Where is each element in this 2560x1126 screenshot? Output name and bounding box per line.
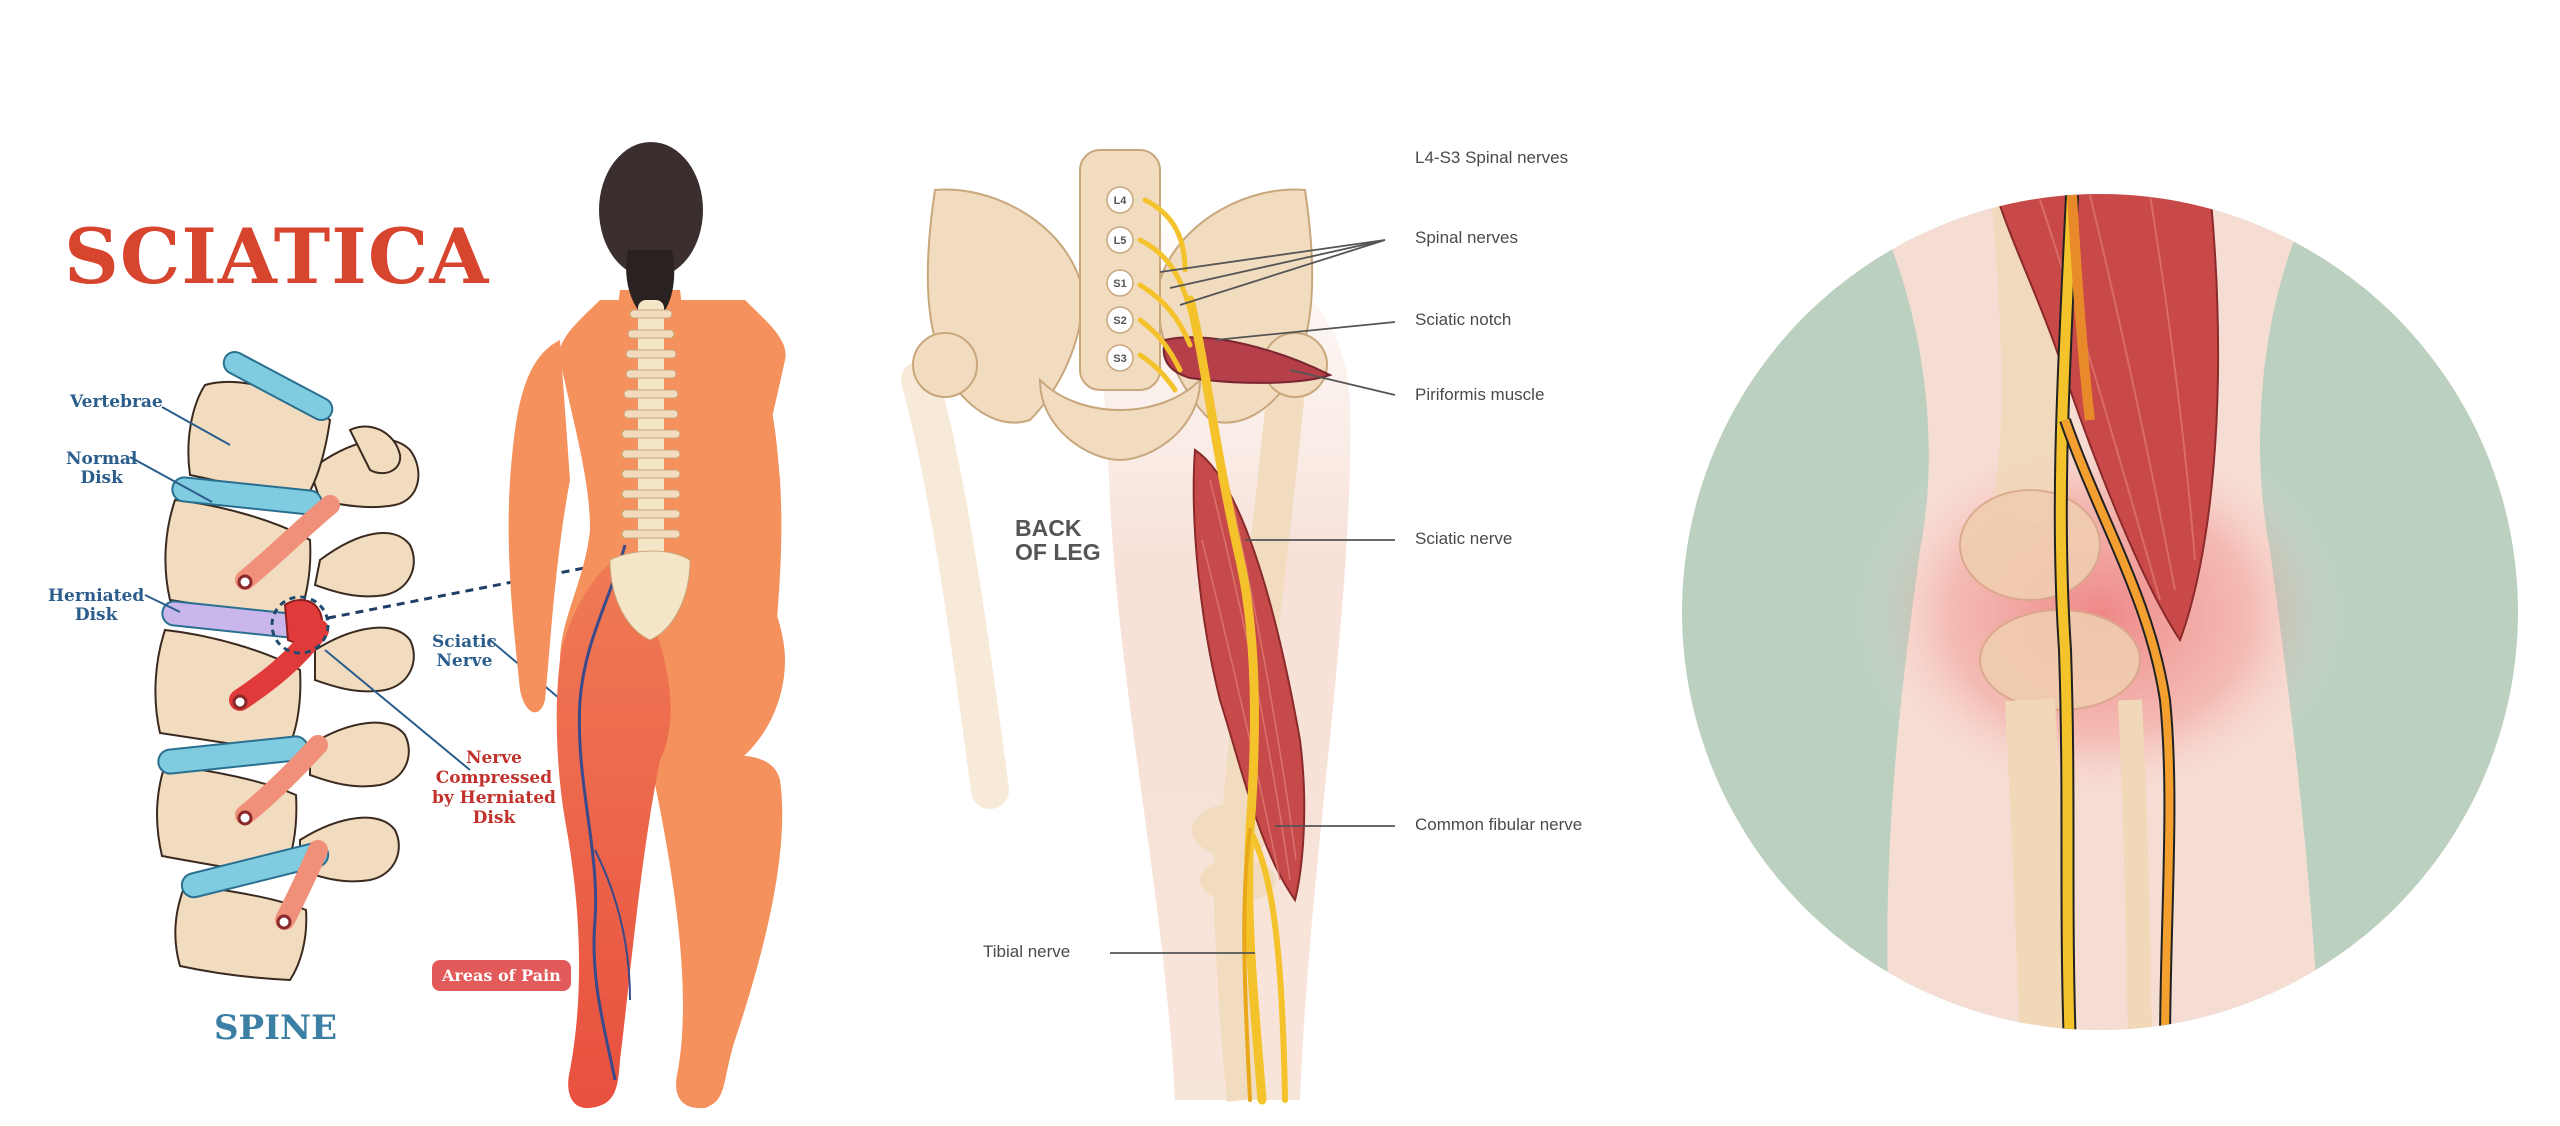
vertebra-level-label: L4 — [1114, 195, 1128, 207]
label-spinal-nerves: Spinal nerves — [1415, 228, 1519, 247]
label-tibial-nerve: Tibial nerve — [983, 942, 1071, 961]
vertebra-badge: S3 — [1106, 344, 1134, 372]
vertebra-badge: S1 — [1106, 269, 1134, 297]
label-piriformis-muscle: Piriformis muscle — [1415, 385, 1545, 404]
vertebra-badge: S2 — [1106, 306, 1134, 334]
vertebra-level-label: S1 — [1113, 278, 1126, 290]
label-normal-disk: Normal Disk — [66, 449, 138, 488]
spine-illustration — [154, 350, 616, 982]
vertebra-level-label: L5 — [1114, 235, 1127, 247]
label-sciatic-notch: Sciatic notch — [1415, 310, 1512, 329]
vertebra-badge: L5 — [1106, 226, 1134, 254]
vertebra-badge: L4 — [1106, 186, 1134, 214]
pelvis-leg-illustration — [901, 149, 1351, 1105]
vertebra-level-label: S2 — [1113, 315, 1126, 327]
label-common-fibular-nerve: Common fibular nerve — [1415, 815, 1583, 834]
page-title: SCIATICA — [64, 212, 490, 301]
label-herniated-disk: Herniated Disk — [48, 586, 145, 625]
woman-back-figure — [508, 142, 786, 1109]
label-sciatic-nerve-leg: Sciatic nerve — [1415, 529, 1513, 548]
knee-closeup-circle — [1682, 194, 2518, 1030]
vertebra-level-label: S3 — [1113, 353, 1126, 365]
label-l4-s3-spinal-nerves: L4-S3 Spinal nerves — [1415, 148, 1569, 167]
label-nerve-compressed: Nerve Compressed by Herniated Disk — [432, 748, 556, 828]
label-vertebrae: Vertebrae — [70, 392, 163, 412]
back-of-leg-heading: BACK OF LEG — [1015, 515, 1101, 565]
spine-subtitle: SPINE — [214, 1008, 338, 1048]
leg-leader-lines — [1110, 239, 1396, 954]
vertebra-level-badges: L4 L5 S1 S2 S3 — [1106, 186, 1134, 372]
label-sciatic-nerve: Sciatic Nerve — [432, 632, 497, 671]
areas-of-pain-badge: Areas of Pain — [432, 960, 571, 991]
